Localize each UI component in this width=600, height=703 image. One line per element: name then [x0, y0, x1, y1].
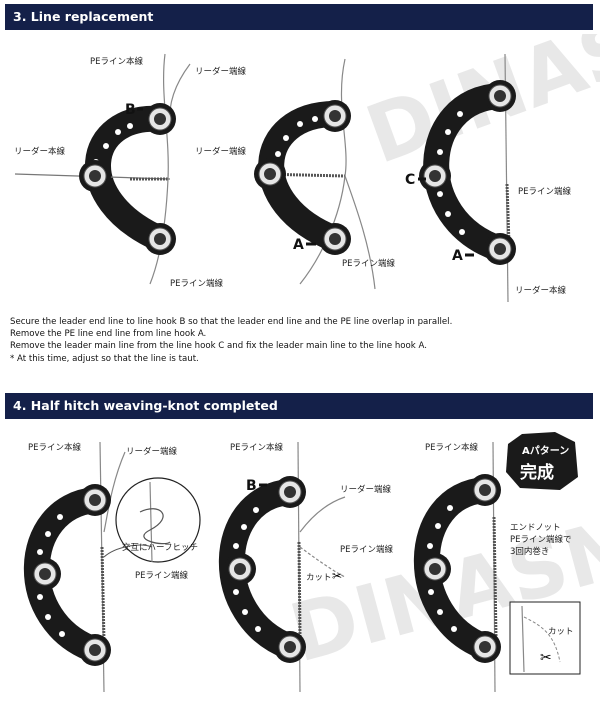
tool-figure-2: A リーダー端線 PEライン端線: [195, 58, 395, 290]
cut-label: カット: [306, 573, 332, 583]
section-4-figures: DINASN PEライン本線 リーダー端線 交互にハーフヒッチ PEライン端線 …: [0, 422, 600, 698]
line-hook-a: [143, 222, 177, 256]
leader-main-label: リーダー本線: [14, 146, 66, 157]
tool-figure-4-2: B PEライン本線 リーダー端線 PEライン端線 カット ✂: [218, 441, 393, 693]
leader-end-label-4: リーダー端線: [126, 446, 178, 457]
end-knot-label-2: PEライン端線で: [510, 534, 572, 545]
pe-main-label-6: PEライン本線: [425, 442, 478, 453]
section-3-title: 3. Line replacement: [13, 9, 154, 24]
zoom-circle: [115, 477, 201, 563]
section-4-header: 4. Half hitch weaving-knot completed: [5, 393, 593, 419]
pe-main-label: PEライン本線: [90, 56, 143, 67]
hook-a-label-3: A: [452, 248, 463, 264]
leader-end-label-5: リーダー端線: [340, 484, 392, 495]
pe-end-label-4: PEライン端線: [135, 570, 188, 581]
pe-end-label-2: PEライン端線: [342, 258, 395, 269]
leader-end-label-2: リーダー端線: [195, 146, 247, 157]
half-hitch-label: 交互にハーフヒッチ: [122, 542, 198, 553]
pe-end-label-3: PEライン端線: [518, 186, 571, 197]
instruction-note: * At this time, adjust so that the line …: [10, 353, 199, 364]
pe-end-label-5: PEライン端線: [340, 544, 393, 555]
leader-end-label: リーダー端線: [195, 66, 247, 77]
tool-figure-1: B PEライン本線 リーダー端線 リーダー本線 PEライン端線: [14, 53, 247, 289]
tool-figure-4-1: PEライン本線 リーダー端線 交互にハーフヒッチ PEライン端線: [23, 441, 201, 693]
pe-end-label: PEライン端線: [170, 278, 223, 289]
instruction-line: Remove the leader main line from the lin…: [10, 341, 427, 352]
cut-label-2: カット: [548, 627, 574, 637]
hook-b-label-4: B: [246, 478, 257, 494]
pe-main-label-5: PEライン本線: [230, 442, 283, 453]
instruction-line: Secure the leader end line to line hook …: [10, 317, 453, 327]
hook-c-label-3: C: [405, 172, 415, 188]
completion-badge: Aパターン 完成: [506, 432, 578, 490]
end-knot-label-1: エンドノット: [510, 523, 561, 533]
hook-a-label-2: A: [293, 237, 304, 253]
leader-main-label-3: リーダー本線: [515, 285, 567, 296]
section-4-title: 4. Half hitch weaving-knot completed: [13, 398, 278, 413]
badge-top-text: Aパターン: [522, 445, 569, 457]
pe-main-label-4: PEライン本線: [28, 442, 81, 453]
instruction-line: Remove the PE line end line from line ho…: [10, 329, 207, 340]
scissors-icon-2: ✂: [540, 650, 552, 666]
end-knot-label-3: 3回内巻き: [510, 546, 549, 557]
half-hitch-diagram: DINASN PEライン本線 リーダー端線 交互にハーフヒッチ PEライン端線 …: [23, 432, 600, 693]
tool-figure-3: C A PEライン端線 リーダー本線: [405, 53, 571, 303]
tool-figure-4-3: Aパターン 完成 PEライン本線 エンドノット PEライン端線で 3回内巻き カ…: [413, 432, 581, 693]
hook-b-label: B: [125, 102, 136, 118]
section-3-instructions: Secure the leader end line to line hook …: [10, 316, 595, 365]
scissors-icon: ✂: [332, 569, 342, 583]
line-hook-c: [78, 159, 112, 193]
section-3-header: 3. Line replacement: [5, 4, 593, 30]
badge-bottom-text: 完成: [520, 462, 554, 483]
line-replacement-diagram: DINASN B PEライン本線 リーダー端線 リーダー本線 PEライン端線 A…: [14, 0, 600, 303]
section-3-figures: DINASN B PEライン本線 リーダー端線 リーダー本線 PEライン端線 A…: [0, 0, 600, 304]
line-hook-b: [143, 102, 177, 136]
